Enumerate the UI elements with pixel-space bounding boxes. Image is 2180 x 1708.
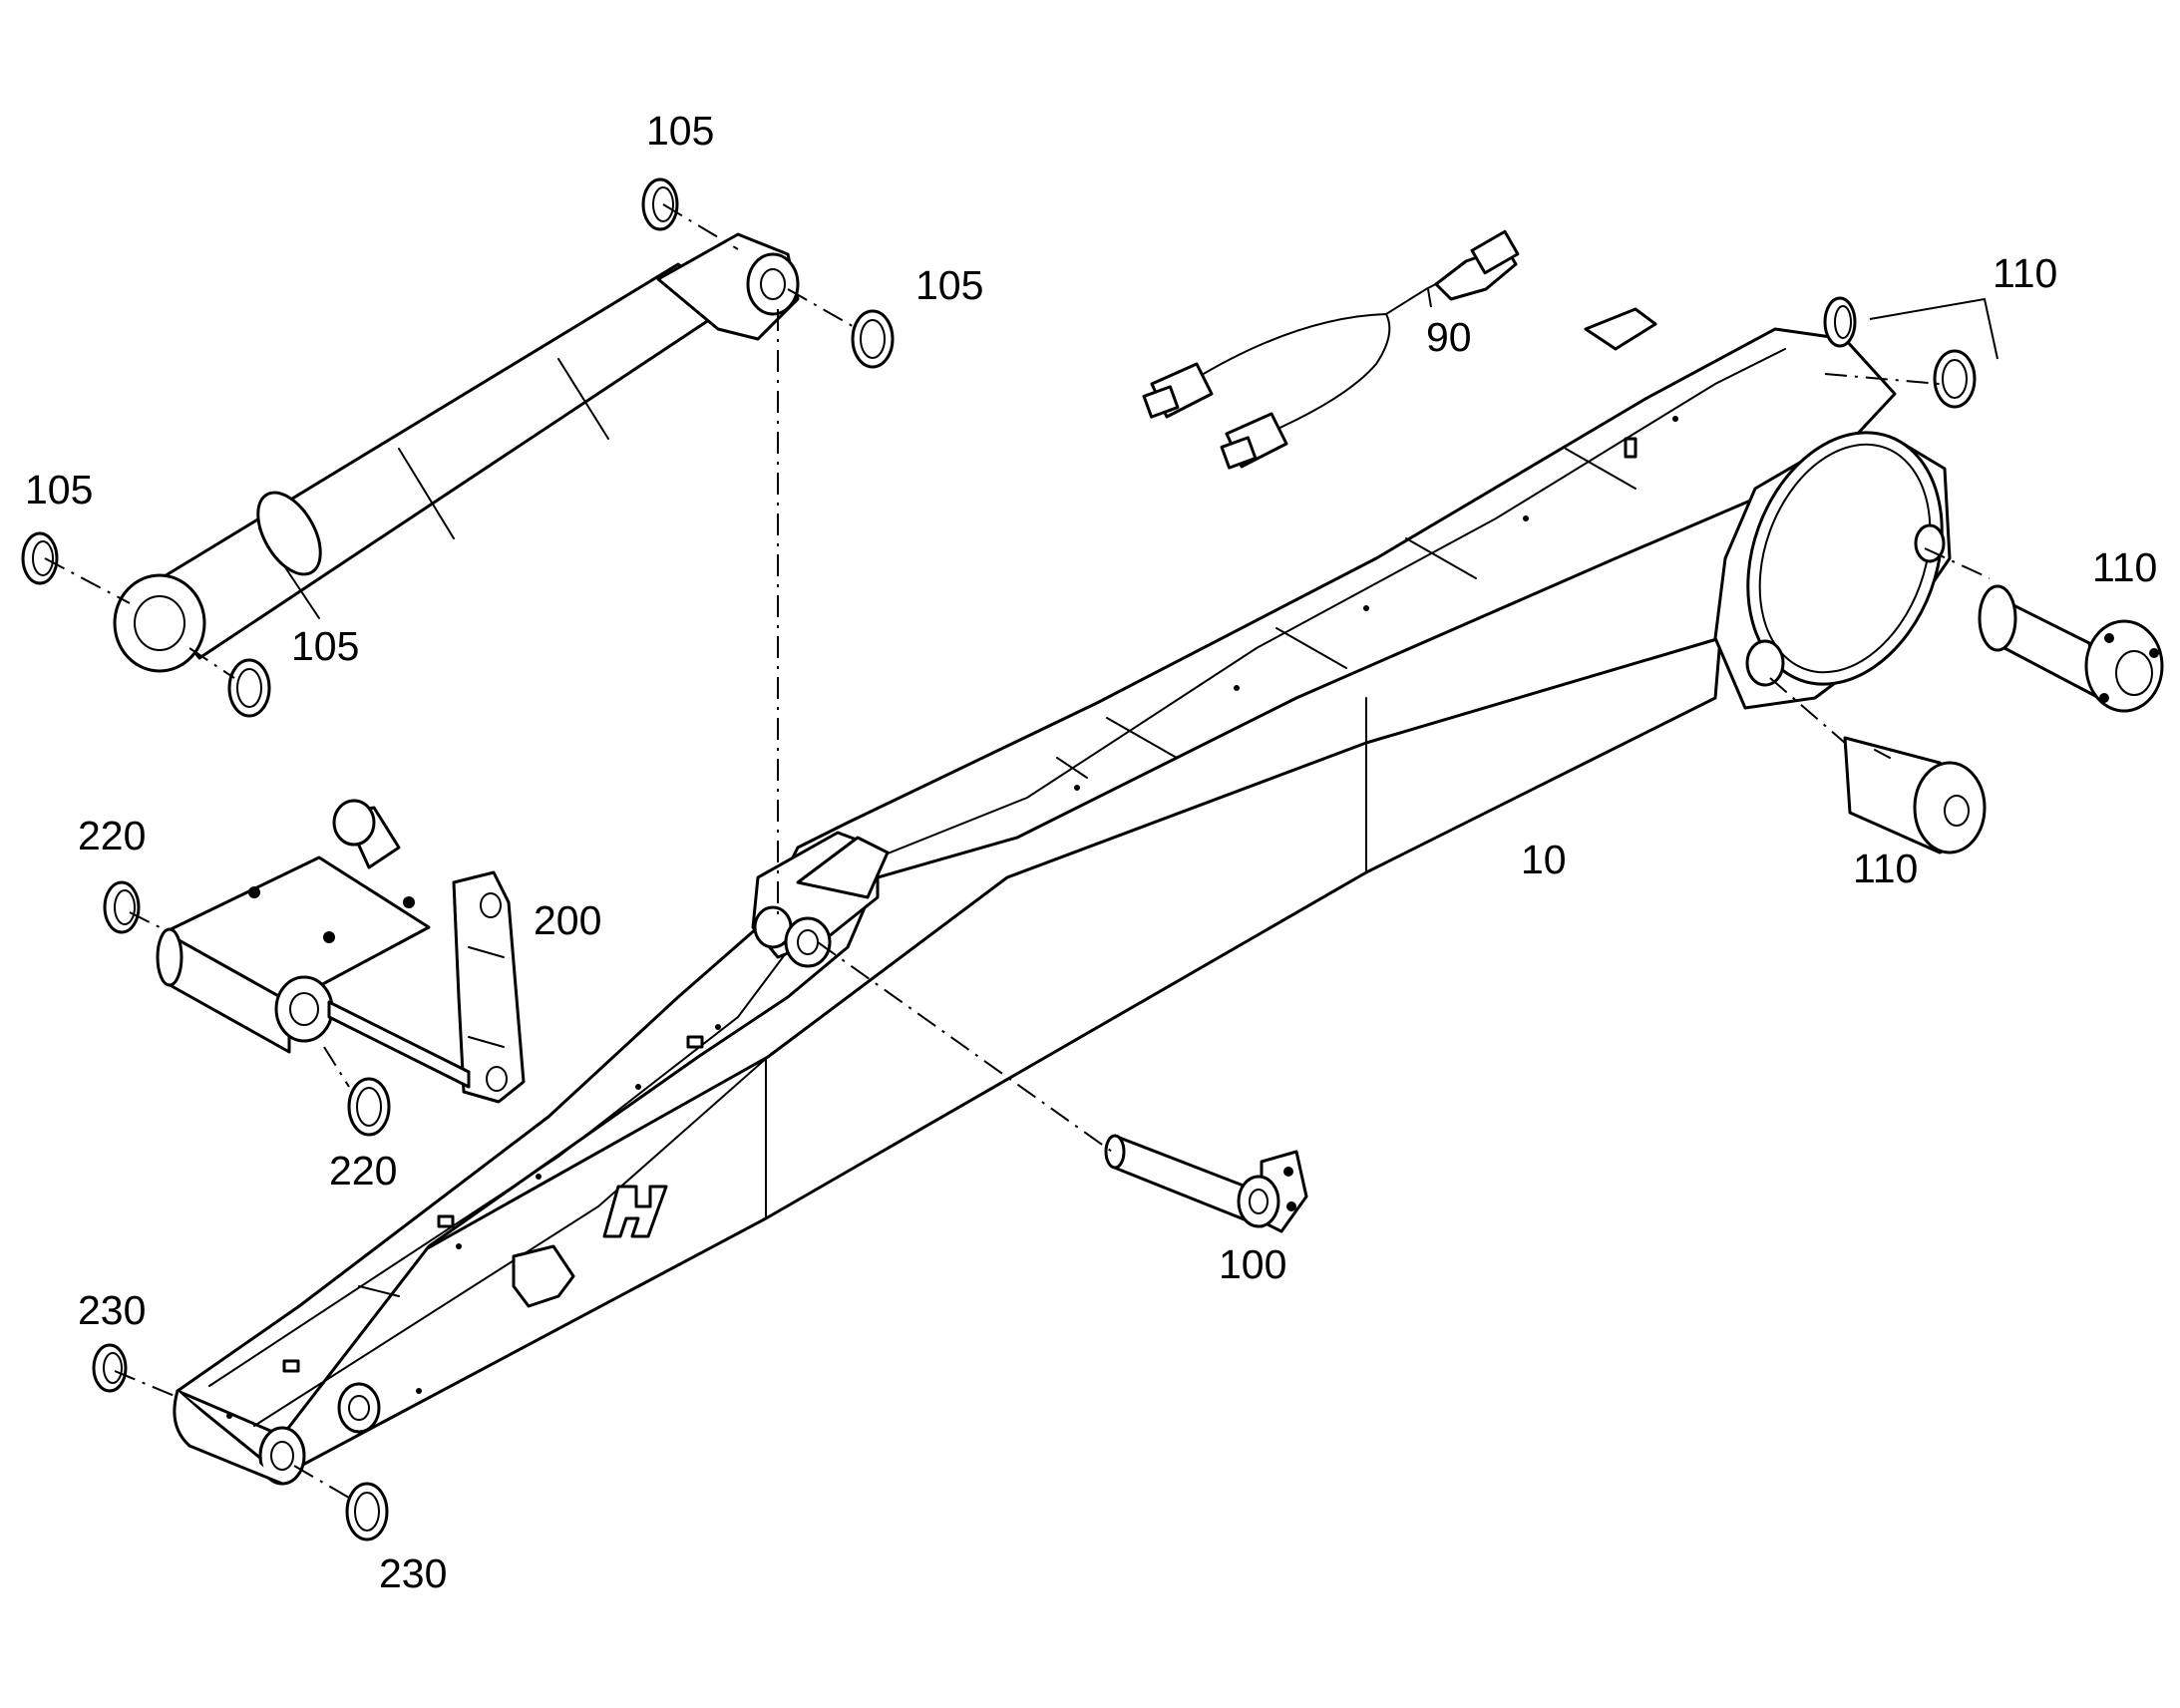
retaining-ring-230-bottom <box>345 1482 389 1541</box>
callout-110-upper: 110 <box>1993 250 2057 296</box>
retaining-ring-230-left <box>92 1343 128 1393</box>
callout-105-bottom: 105 <box>291 623 359 669</box>
callout-labels: 105 105 105 105 90 110 110 110 220 220 2… <box>25 108 2157 1596</box>
callout-105-left: 105 <box>25 467 93 512</box>
callout-200: 200 <box>534 897 601 943</box>
wiring-harness-90 <box>1142 229 1520 470</box>
retaining-ring-105-right <box>851 309 895 369</box>
retaining-ring-105-bottom <box>227 658 271 718</box>
callout-230-left: 230 <box>78 1287 146 1333</box>
callout-110-pin: 110 <box>2092 544 2157 590</box>
callout-230-bottom: 230 <box>379 1550 447 1596</box>
callout-90: 90 <box>1426 314 1472 360</box>
boom-rivet-dots <box>226 416 1678 1419</box>
retaining-ring-110-upper <box>1823 296 1857 348</box>
pivot-pin-110-flanged <box>1978 584 2164 713</box>
callout-220-bottom: 220 <box>329 1148 397 1194</box>
retaining-ring-220-bottom <box>347 1077 391 1137</box>
callout-100: 100 <box>1219 1241 1286 1287</box>
callout-105-top: 105 <box>646 108 714 154</box>
boom-part-10 <box>173 307 1952 1486</box>
retaining-ring-220-left <box>103 880 141 934</box>
hydraulic-cylinder-assembly <box>113 232 800 673</box>
retaining-ring-110-right <box>1933 349 1977 409</box>
pin-100 <box>1104 1134 1308 1233</box>
link-assembly-200 <box>156 799 526 1104</box>
callout-105-right: 105 <box>915 262 983 308</box>
leader-lines <box>44 203 1998 1502</box>
callout-220-left: 220 <box>78 813 146 858</box>
retaining-ring-105-top <box>641 177 679 231</box>
retaining-ring-105-left <box>21 531 59 585</box>
callout-110-bushing: 110 <box>1853 846 1918 891</box>
pivot-bushing-110 <box>1843 736 1987 854</box>
callout-10: 10 <box>1521 837 1567 882</box>
